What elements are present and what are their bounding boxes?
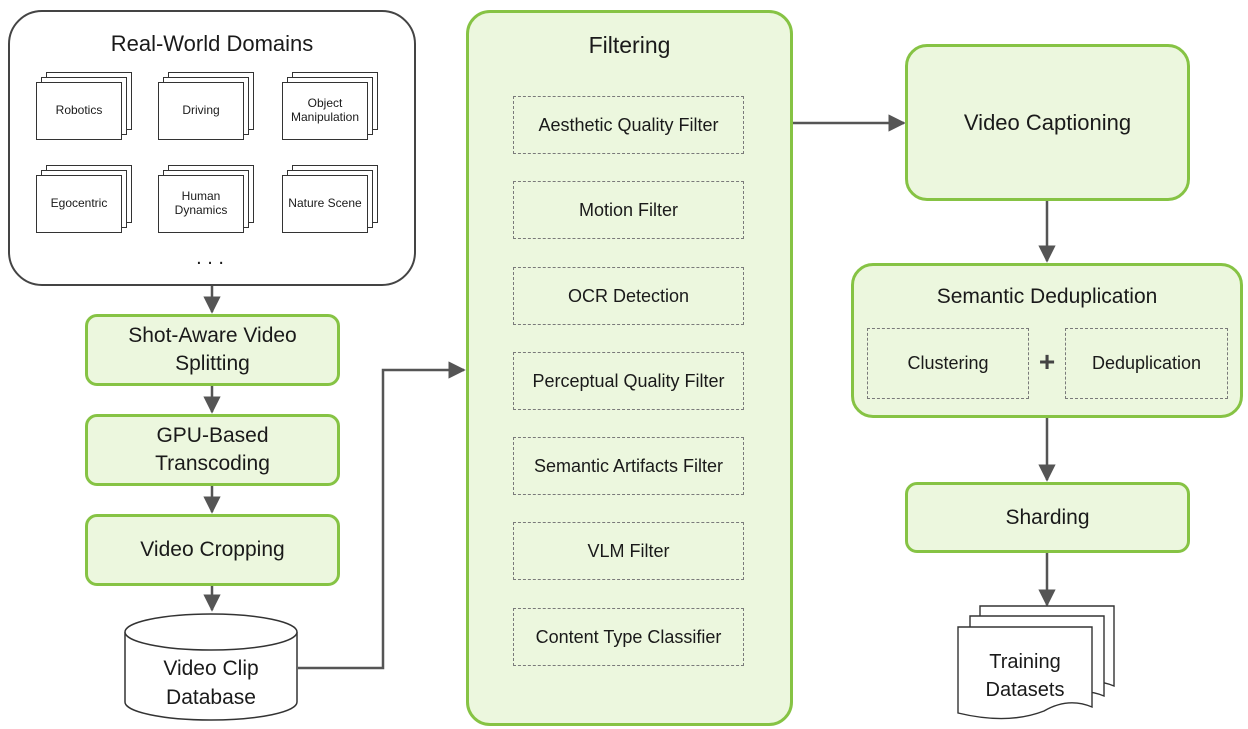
domain-card-label: Nature Scene <box>288 196 362 210</box>
domain-card-label: Egocentric <box>50 196 108 210</box>
domain-card: Nature Scene <box>282 165 378 233</box>
domain-card-sheet <box>282 82 368 140</box>
video-captioning-box: Video Captioning <box>905 44 1190 201</box>
database-cylinder <box>124 613 298 721</box>
shot-aware-splitting-label: Shot-Aware Video Splitting <box>128 324 297 375</box>
filter-item-label: Aesthetic Quality Filter <box>538 114 719 135</box>
filter-item-label: VLM Filter <box>587 540 670 561</box>
semantic-dedup-panel <box>851 263 1243 418</box>
domains-title: Real-World Domains <box>110 31 314 56</box>
domain-card-sheet <box>282 175 368 233</box>
domain-card-label: Human Dynamics <box>174 189 228 217</box>
database-label: Video Clip Database <box>163 657 259 709</box>
sharding-label: Sharding <box>1005 505 1090 529</box>
domain-card-label: Robotics <box>55 103 103 117</box>
semantic-dedup-title: Semantic Deduplication <box>936 285 1158 308</box>
sharding-box: Sharding <box>905 482 1190 553</box>
filter-item-label: Motion Filter <box>578 199 679 220</box>
training-datasets-stack <box>957 605 1115 720</box>
domain-card: Human Dynamics <box>158 165 254 233</box>
arrow-database-to-filtering <box>298 361 466 670</box>
gpu-transcoding-label: GPU-Based Transcoding <box>155 424 270 475</box>
clustering-label: Clustering <box>907 353 989 373</box>
video-cropping-label: Video Cropping <box>140 538 285 561</box>
filter-item: Motion Filter <box>513 181 744 239</box>
filtering-title: Filtering <box>588 32 671 58</box>
filter-item-label: Perceptual Quality Filter <box>532 370 725 391</box>
filter-item-label: Semantic Artifacts Filter <box>533 455 724 476</box>
domain-card-label: Driving <box>182 103 220 117</box>
filter-item: Semantic Artifacts Filter <box>513 437 744 495</box>
domain-card: Robotics <box>36 72 132 140</box>
domain-card-sheet <box>158 175 244 233</box>
filter-item: Perceptual Quality Filter <box>513 352 744 410</box>
clustering-box: Clustering <box>867 328 1029 399</box>
domain-card: Object Manipulation <box>282 72 378 140</box>
video-captioning-label: Video Captioning <box>963 109 1132 135</box>
shot-aware-splitting-box: Shot-Aware Video Splitting <box>85 314 340 386</box>
filter-item: OCR Detection <box>513 267 744 325</box>
plus-sign: + <box>1038 346 1056 377</box>
domain-card-sheet <box>36 175 122 233</box>
gpu-transcoding-box: GPU-Based Transcoding <box>85 414 340 486</box>
filter-item-label: OCR Detection <box>567 285 690 306</box>
deduplication-box: Deduplication <box>1065 328 1228 399</box>
domain-card: Driving <box>158 72 254 140</box>
domains-ellipsis: . . . <box>196 247 224 269</box>
domain-card-sheet <box>158 82 244 140</box>
training-datasets-label: Training Datasets <box>985 651 1065 701</box>
filter-item: Content Type Classifier <box>513 608 744 666</box>
filter-item: Aesthetic Quality Filter <box>513 96 744 154</box>
domain-card-sheet <box>36 82 122 140</box>
filter-item: VLM Filter <box>513 522 744 580</box>
video-cropping-box: Video Cropping <box>85 514 340 586</box>
filtering-panel <box>466 10 793 726</box>
deduplication-label: Deduplication <box>1091 353 1202 373</box>
domains-panel <box>8 10 416 286</box>
filter-item-label: Content Type Classifier <box>535 626 722 647</box>
domain-card: Egocentric <box>36 165 132 233</box>
domain-card-label: Object Manipulation <box>290 96 360 124</box>
